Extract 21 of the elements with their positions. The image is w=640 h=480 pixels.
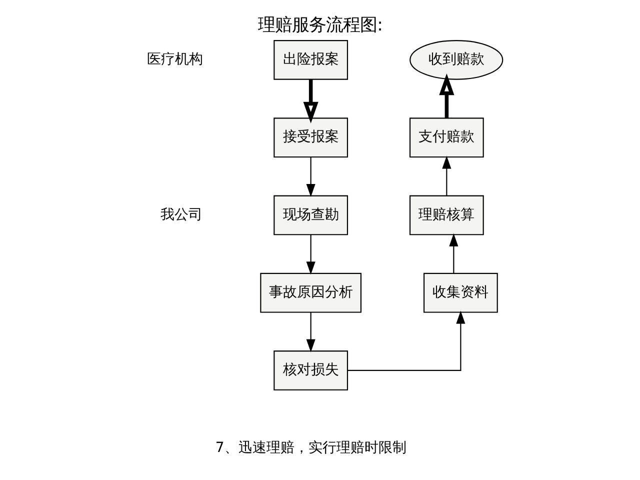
node-box: 出险报案 [273, 40, 348, 80]
node-ellipse: 收到赔款 [409, 40, 503, 80]
node-box: 支付赔款 [408, 118, 484, 158]
arrow [442, 156, 451, 196]
label: 7、迅速理赔，实行理赔时限制 [214, 440, 406, 456]
arrow [306, 234, 315, 275]
arrow [306, 312, 315, 352]
label: 我公司 [160, 206, 202, 223]
node-box: 收集资料 [423, 272, 498, 313]
node-box: 事故原因分析 [260, 272, 361, 313]
arrow [438, 74, 454, 118]
diagram-title: 理赔服务流程图: [258, 16, 382, 36]
node-box: 理赔核算 [408, 195, 484, 236]
arrow [448, 233, 458, 274]
label: 医疗机构 [146, 52, 202, 68]
node-box: 核对损失 [273, 350, 348, 390]
arrow [346, 310, 465, 371]
node-box: 接受报案 [273, 118, 348, 158]
node-box: 现场查勘 [273, 195, 348, 236]
arrow [302, 80, 318, 124]
arrow [306, 157, 315, 197]
